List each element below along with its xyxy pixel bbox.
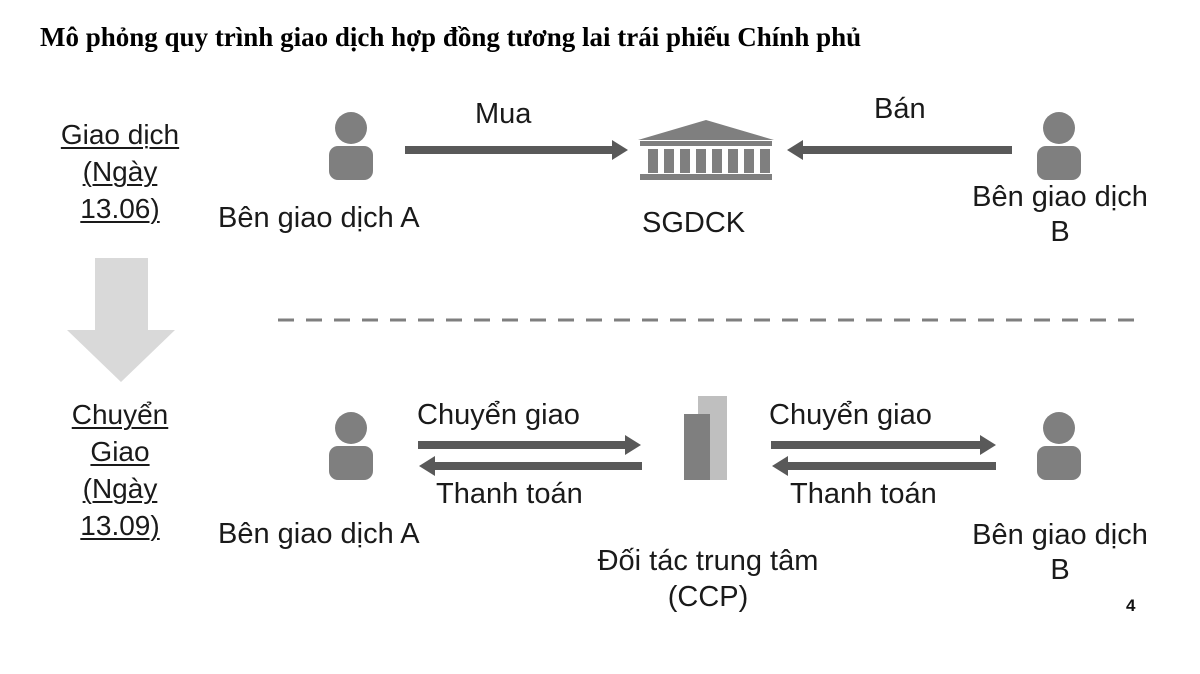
payment-arrow-left: [419, 456, 642, 476]
trade-party-b-line-1: Bên giao dịch: [972, 181, 1148, 213]
office-buildings-icon: [684, 396, 727, 480]
payment-label-right: Thanh toán: [790, 478, 937, 510]
delivery-party-b-line-2: B: [1050, 554, 1070, 586]
stage-delivery-line-2: Giao: [90, 436, 150, 467]
page-number: 4: [1126, 596, 1136, 615]
sell-label: Bán: [874, 93, 926, 125]
stage-trade-line-2: (Ngày: [82, 156, 158, 187]
stage-label-delivery: Chuyển Giao (Ngày 13.09): [35, 396, 205, 544]
buy-label: Mua: [475, 98, 532, 130]
payment-arrow-right: [772, 456, 996, 476]
delivery-party-a-label: Bên giao dịch A: [218, 518, 420, 550]
transfer-arrow-left: [418, 435, 641, 455]
ccp-line-1: Đối tác trung tâm: [597, 545, 819, 577]
delivery-party-b-label: Bên giao dịch B: [935, 518, 1185, 588]
stage-trade-line-3: 13.06): [80, 193, 160, 224]
stage-trade-line-1: Giao dịch: [60, 119, 180, 150]
person-icon: [1037, 412, 1081, 480]
person-icon: [329, 412, 373, 480]
transfer-arrow-right: [771, 435, 996, 455]
person-icon: [329, 112, 373, 180]
trade-party-b-label: Bên giao dịch B: [935, 180, 1185, 250]
delivery-party-b-line-1: Bên giao dịch: [972, 519, 1148, 551]
ccp-label: Đối tác trung tâm (CCP): [548, 543, 868, 615]
stage-transition-arrow: [67, 258, 175, 382]
person-icon: [1037, 112, 1081, 180]
sell-arrow: [787, 140, 1012, 160]
trade-party-a-label: Bên giao dịch A: [218, 202, 420, 234]
transfer-label-right: Chuyển giao: [769, 399, 932, 431]
stage-delivery-line-3: (Ngày: [82, 473, 158, 504]
page-title: Mô phỏng quy trình giao dịch hợp đồng tư…: [40, 22, 862, 52]
bank-building-icon: [638, 120, 774, 180]
stage-delivery-line-4: 13.09): [80, 510, 160, 541]
buy-arrow: [405, 140, 628, 160]
stage-delivery-line-1: Chuyển: [71, 399, 169, 430]
exchange-label: SGDCK: [642, 207, 746, 239]
stage-label-trade: Giao dịch (Ngày 13.06): [35, 116, 205, 227]
trade-party-b-line-2: B: [1050, 216, 1070, 248]
payment-label-left: Thanh toán: [436, 478, 583, 510]
ccp-line-2: (CCP): [667, 581, 749, 613]
transfer-label-left: Chuyển giao: [417, 399, 580, 431]
